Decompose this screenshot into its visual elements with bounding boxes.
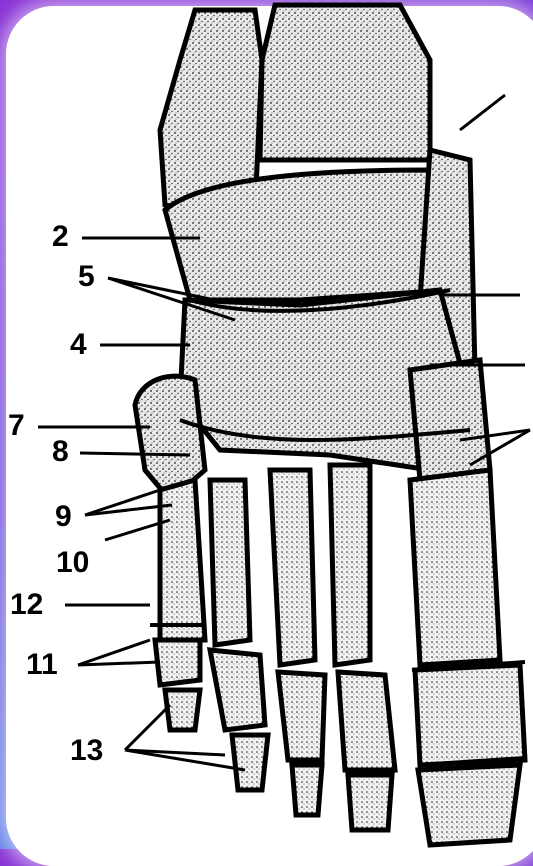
toe-3-proximal — [278, 672, 325, 760]
toe-1-proximal — [415, 665, 525, 765]
toe-5-proximal — [155, 640, 200, 685]
toe-5-distal — [165, 690, 200, 730]
leader-line-8 — [80, 453, 190, 455]
label-10: 10 — [56, 548, 89, 578]
leader-line-right-1 — [460, 95, 505, 130]
label-4: 4 — [70, 330, 87, 360]
toe-3-distal — [292, 765, 322, 815]
metatarsal-1 — [410, 470, 500, 665]
toe-1-distal — [418, 765, 520, 845]
label-9: 9 — [55, 502, 72, 532]
metatarsal-4 — [210, 480, 250, 645]
metatarsal-3 — [270, 470, 315, 665]
label-13: 13 — [70, 736, 103, 766]
leader-line-11a — [78, 640, 150, 665]
label-8: 8 — [52, 437, 69, 467]
label-2: 2 — [52, 222, 69, 252]
leader-line-13a — [125, 705, 170, 750]
toe-4-proximal — [210, 650, 265, 730]
label-11: 11 — [26, 650, 58, 680]
label-7: 7 — [8, 411, 25, 441]
tibia-bone — [260, 5, 430, 160]
metatarsal-2 — [330, 465, 370, 665]
toe-2-proximal — [338, 672, 395, 770]
metatarsal-5 — [160, 480, 205, 640]
label-12: 12 — [10, 590, 43, 620]
label-5: 5 — [78, 262, 95, 292]
talus-bone — [165, 170, 460, 300]
toe-4-distal — [232, 735, 268, 790]
leader-line-11b — [78, 662, 160, 665]
toe-2-distal — [348, 775, 392, 830]
